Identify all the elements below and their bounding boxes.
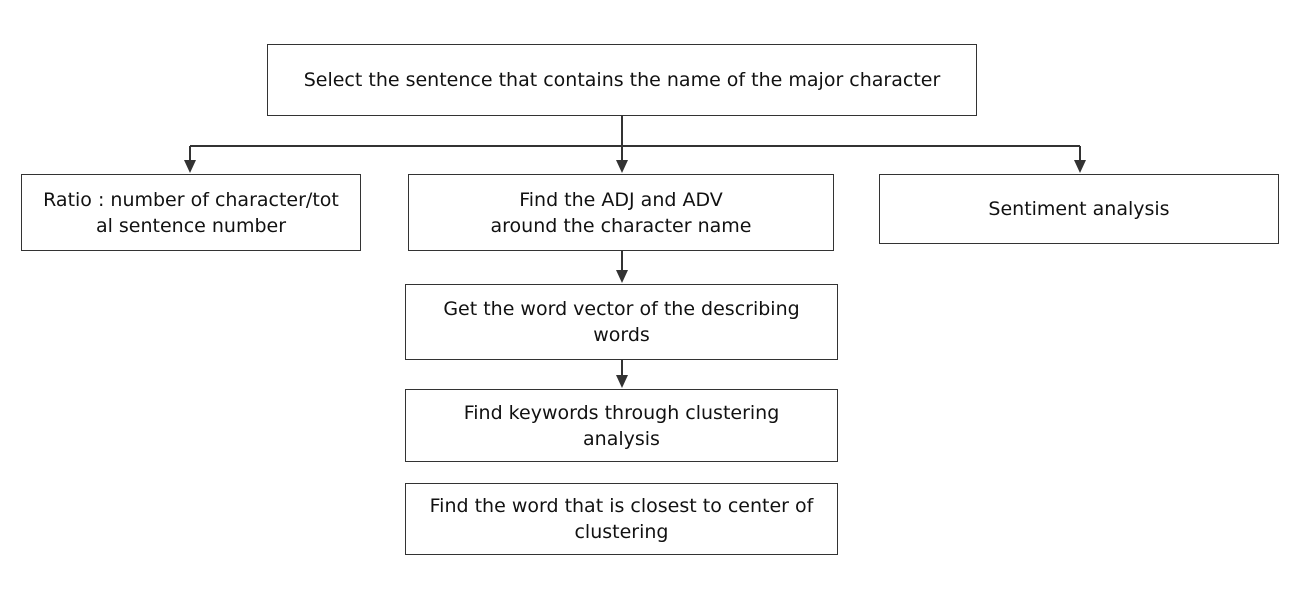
arrowhead-ratio [184, 160, 196, 173]
node-keywords: Find keywords through clustering analysi… [405, 389, 838, 462]
arrowhead-word-vector [616, 270, 628, 283]
node-sentiment-label: Sentiment analysis [988, 198, 1170, 220]
node-closest-word-label: Find the word that is closest to center … [429, 495, 814, 543]
node-ratio-label: Ratio : number of character/tot al sente… [43, 188, 339, 237]
node-root: Select the sentence that contains the na… [267, 44, 977, 116]
node-word-vector: Get the word vector of the describing wo… [405, 284, 838, 360]
arrowhead-keywords [616, 375, 628, 388]
arrowhead-find-adj-adv [616, 160, 628, 173]
arrowhead-sentiment [1074, 160, 1086, 173]
node-closest-word: Find the word that is closest to center … [405, 483, 838, 555]
node-keywords-label: Find keywords through clustering analysi… [463, 401, 780, 450]
node-find-adj-adv: Find the ADJ and ADV around the characte… [408, 174, 834, 251]
node-root-label: Select the sentence that contains the na… [303, 69, 941, 91]
node-sentiment: Sentiment analysis [879, 174, 1279, 244]
node-find-adj-adv-label: Find the ADJ and ADV around the characte… [490, 188, 752, 237]
node-word-vector-label: Get the word vector of the describing wo… [443, 298, 800, 346]
node-ratio: Ratio : number of character/tot al sente… [21, 174, 361, 251]
